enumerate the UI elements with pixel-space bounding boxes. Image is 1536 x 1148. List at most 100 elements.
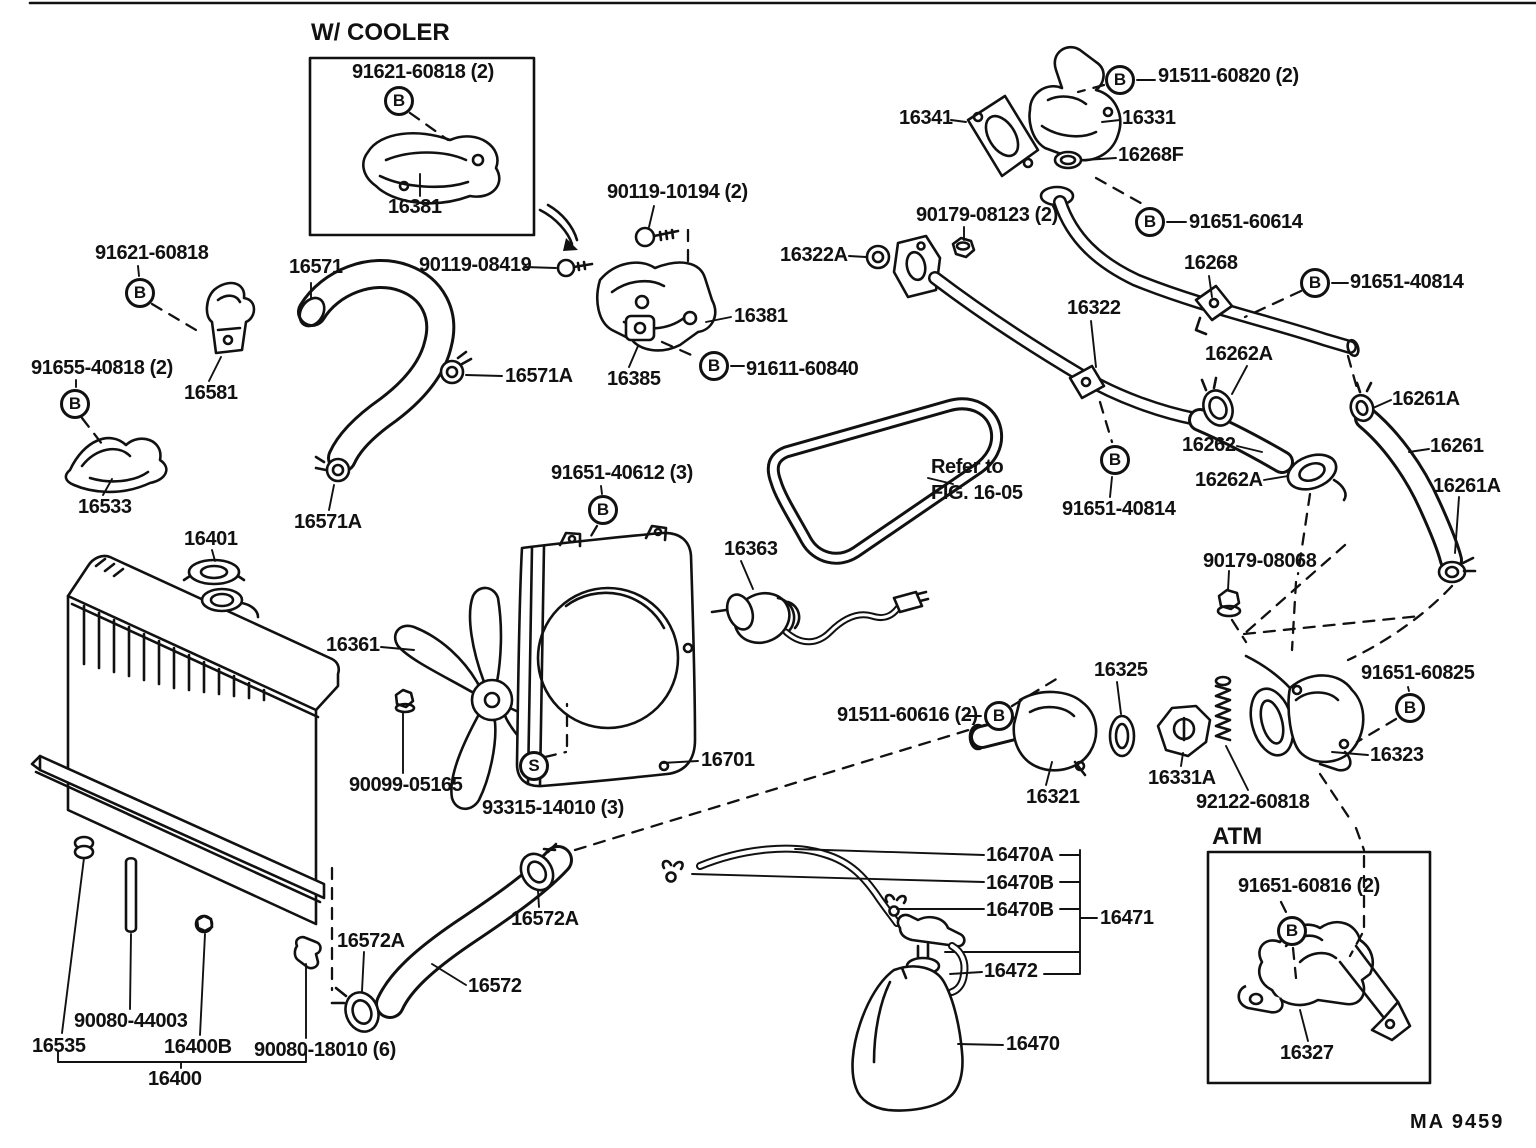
lower-radiator-hose-16572 — [330, 842, 573, 1033]
part-label-16572A-upper: 16572A — [511, 908, 579, 930]
part-label-16535: 16535 — [32, 1035, 86, 1057]
part-label-16341: 16341 — [899, 107, 953, 129]
part-label-16261: 16261 — [1430, 435, 1484, 457]
part-label-90080-44003: 90080-44003 — [74, 1010, 188, 1032]
part-label-16381-inset: 16381 — [388, 196, 442, 218]
part-label-16363: 16363 — [724, 538, 778, 560]
part-label-16321: 16321 — [1026, 786, 1080, 808]
part-label-91651-40814-top: 91651-40814 — [1350, 271, 1464, 293]
part-label-91651-40612-3: 91651-40612 (3) — [551, 462, 693, 484]
part-label-16400: 16400 — [148, 1068, 202, 1090]
part-label-16322A: 16322A — [780, 244, 848, 266]
fastener-marker-b-icon: B — [1395, 693, 1425, 723]
part-label-91651-60825: 91651-60825 — [1361, 662, 1475, 684]
part-label-16572A-lower: 16572A — [337, 930, 405, 952]
hose-16261 — [1242, 354, 1477, 662]
part-label-16470B-1: 16470B — [986, 872, 1054, 894]
part-label-91651-60614: 91651-60614 — [1189, 211, 1303, 233]
part-label-16261A-upper: 16261A — [1392, 388, 1460, 410]
fan-motor-16363 — [710, 560, 930, 646]
part-label-16327: 16327 — [1280, 1042, 1334, 1064]
part-label-16401: 16401 — [184, 528, 238, 550]
bypass-pipe-16268 — [1039, 176, 1360, 358]
note-refer-to-line2: FIG. 16-05 — [931, 482, 1023, 504]
reservoir-tank-16470 — [851, 965, 1004, 1112]
part-label-16262: 16262 — [1182, 434, 1236, 456]
part-label-16470A: 16470A — [986, 844, 1054, 866]
part-label-16325: 16325 — [1094, 659, 1148, 681]
radiator-16400 — [30, 554, 341, 1069]
inset-title-atm: ATM — [1212, 823, 1263, 850]
fastener-marker-b-icon: B — [1105, 65, 1135, 95]
thermostat-16331A — [1156, 704, 1212, 767]
note-refer-to-line1: Refer to — [931, 456, 1004, 478]
part-label-16472: 16472 — [984, 960, 1038, 982]
hose-16262 — [1188, 365, 1347, 652]
part-label-16381-main: 16381 — [734, 305, 788, 327]
part-label-93315-14010-3: 93315-14010 (3) — [482, 797, 624, 819]
bolt-90179-08068 — [1216, 570, 1248, 644]
drawing-code: MA 9459 — [1410, 1111, 1505, 1133]
fastener-marker-b-icon: B — [699, 351, 729, 381]
part-label-16261A-lower: 16261A — [1433, 475, 1501, 497]
fastener-marker-b-icon: B — [1277, 916, 1307, 946]
inset-boxes — [308, 56, 1432, 1085]
part-label-16262A-clamp: 16262A — [1205, 343, 1273, 365]
part-label-91511-60820-2: 91511-60820 (2) — [1158, 65, 1299, 87]
part-label-91621-60818-2-inset: 91621-60818 (2) — [352, 61, 494, 83]
part-label-16571: 16571 — [289, 256, 343, 278]
gasket-16325 — [1108, 681, 1136, 758]
inset-title-with-cooler: W/ COOLER — [311, 19, 450, 46]
reserve-tank-bracket-16381-inset — [362, 111, 579, 251]
part-label-16400B: 16400B — [164, 1036, 232, 1058]
water-outlet-16321 — [573, 676, 1098, 852]
part-label-91651-60816-2: 91651-60816 (2) — [1238, 875, 1380, 897]
part-label-92122-60818: 92122-60818 — [1196, 791, 1310, 813]
part-label-16571A-lower: 16571A — [294, 511, 362, 533]
fastener-marker-b-icon: B — [588, 495, 618, 525]
fastener-marker-b-icon: B — [1100, 445, 1130, 475]
part-label-91611-60840: 91611-60840 — [746, 358, 859, 380]
part-label-16572: 16572 — [468, 975, 522, 997]
part-label-90179-08123-2: 90179-08123 (2) — [916, 204, 1058, 226]
part-label-90099-05165: 90099-05165 — [349, 774, 463, 796]
part-label-16533: 16533 — [78, 496, 132, 518]
part-label-16571A-upper: 16571A — [505, 365, 573, 387]
part-label-91655-40818-2: 91655-40818 (2) — [31, 357, 173, 379]
part-label-91511-60616-2: 91511-60616 (2) — [837, 704, 978, 726]
part-label-91651-40814-bottom: 91651-40814 — [1062, 498, 1176, 520]
part-label-16701: 16701 — [701, 749, 755, 771]
water-inlet-16323 — [1244, 654, 1410, 852]
part-label-90119-08419: 90119-08419 — [419, 254, 532, 276]
bracket-16533 — [64, 379, 168, 496]
part-label-16331: 16331 — [1122, 107, 1176, 129]
inlet-pipe-16322 — [848, 226, 1203, 498]
stud-92122-60818 — [1214, 675, 1249, 791]
part-label-16361: 16361 — [326, 634, 380, 656]
part-label-16471: 16471 — [1100, 907, 1154, 929]
part-label-90119-10194-2: 90119-10194 (2) — [607, 181, 748, 203]
part-label-16268F: 16268F — [1118, 144, 1184, 166]
part-label-16268: 16268 — [1184, 252, 1238, 274]
fastener-marker-b-icon: B — [384, 86, 414, 116]
part-label-16322: 16322 — [1067, 297, 1121, 319]
part-label-90080-18010-6: 90080-18010 (6) — [254, 1039, 396, 1061]
part-label-90179-08068: 90179-08068 — [1203, 550, 1317, 572]
fastener-marker-b-icon: B — [125, 278, 155, 308]
reservoir-cap-and-tube — [896, 913, 983, 996]
water-outlet-housing-16331 — [950, 45, 1156, 178]
part-label-16385: 16385 — [607, 368, 661, 390]
reservoir-hose-16471 — [661, 844, 1098, 975]
fastener-marker-b-icon: B — [1135, 207, 1165, 237]
part-label-91621-60818: 91621-60818 — [95, 242, 209, 264]
fastener-marker-b-icon: B — [984, 701, 1014, 731]
part-label-16331A: 16331A — [1148, 767, 1216, 789]
bracket-16581 — [137, 265, 256, 382]
part-label-16323: 16323 — [1370, 744, 1424, 766]
fastener-marker-s-icon: S — [519, 751, 549, 781]
fastener-marker-b-icon: B — [60, 389, 90, 419]
bracket-16381-main — [523, 205, 745, 368]
part-label-16470: 16470 — [1006, 1033, 1060, 1055]
part-label-16262A-elbow: 16262A — [1195, 469, 1263, 491]
